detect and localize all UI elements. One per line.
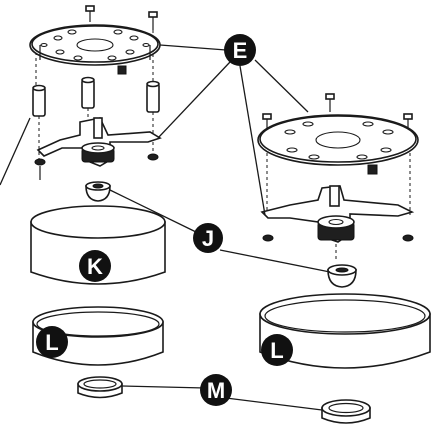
leader-lines	[0, 44, 331, 411]
left-socket-cap	[85, 181, 111, 202]
callout-l-right-badge	[261, 334, 293, 366]
left-small-ring	[77, 376, 123, 399]
left-hub-bracket	[34, 117, 162, 180]
callout-l-left-badge	[36, 326, 68, 358]
callout-j: J	[193, 223, 223, 253]
callout-e: E	[224, 34, 256, 66]
callout-k: K	[79, 250, 111, 282]
right-socket-cap	[327, 264, 357, 288]
callout-l-left: L	[36, 326, 68, 358]
left-assembly	[29, 5, 166, 399]
right-mounting-plate	[257, 114, 419, 175]
callout-k-label: K	[87, 254, 103, 279]
callout-l-right-label: L	[270, 338, 283, 363]
callout-l-left-label: L	[45, 330, 58, 355]
callout-j-badge	[193, 223, 223, 253]
callout-m-label: M	[207, 378, 225, 403]
callout-m-badge	[200, 374, 232, 406]
right-small-ring	[321, 399, 371, 424]
callout-m: M	[200, 374, 232, 406]
callout-l-right: L	[261, 334, 293, 366]
callout-k-badge	[79, 250, 111, 282]
right-assembly	[257, 93, 431, 424]
left-spacers	[32, 76, 160, 160]
right-trim-ring	[259, 293, 431, 369]
callout-e-label: E	[233, 38, 248, 63]
right-hub-bracket	[260, 185, 415, 262]
callout-j-label: J	[202, 226, 214, 251]
left-trim-ring	[32, 306, 164, 366]
callout-e-badge	[224, 34, 256, 66]
left-mounting-plate	[29, 24, 161, 75]
left-plate-screws	[35, 5, 158, 95]
